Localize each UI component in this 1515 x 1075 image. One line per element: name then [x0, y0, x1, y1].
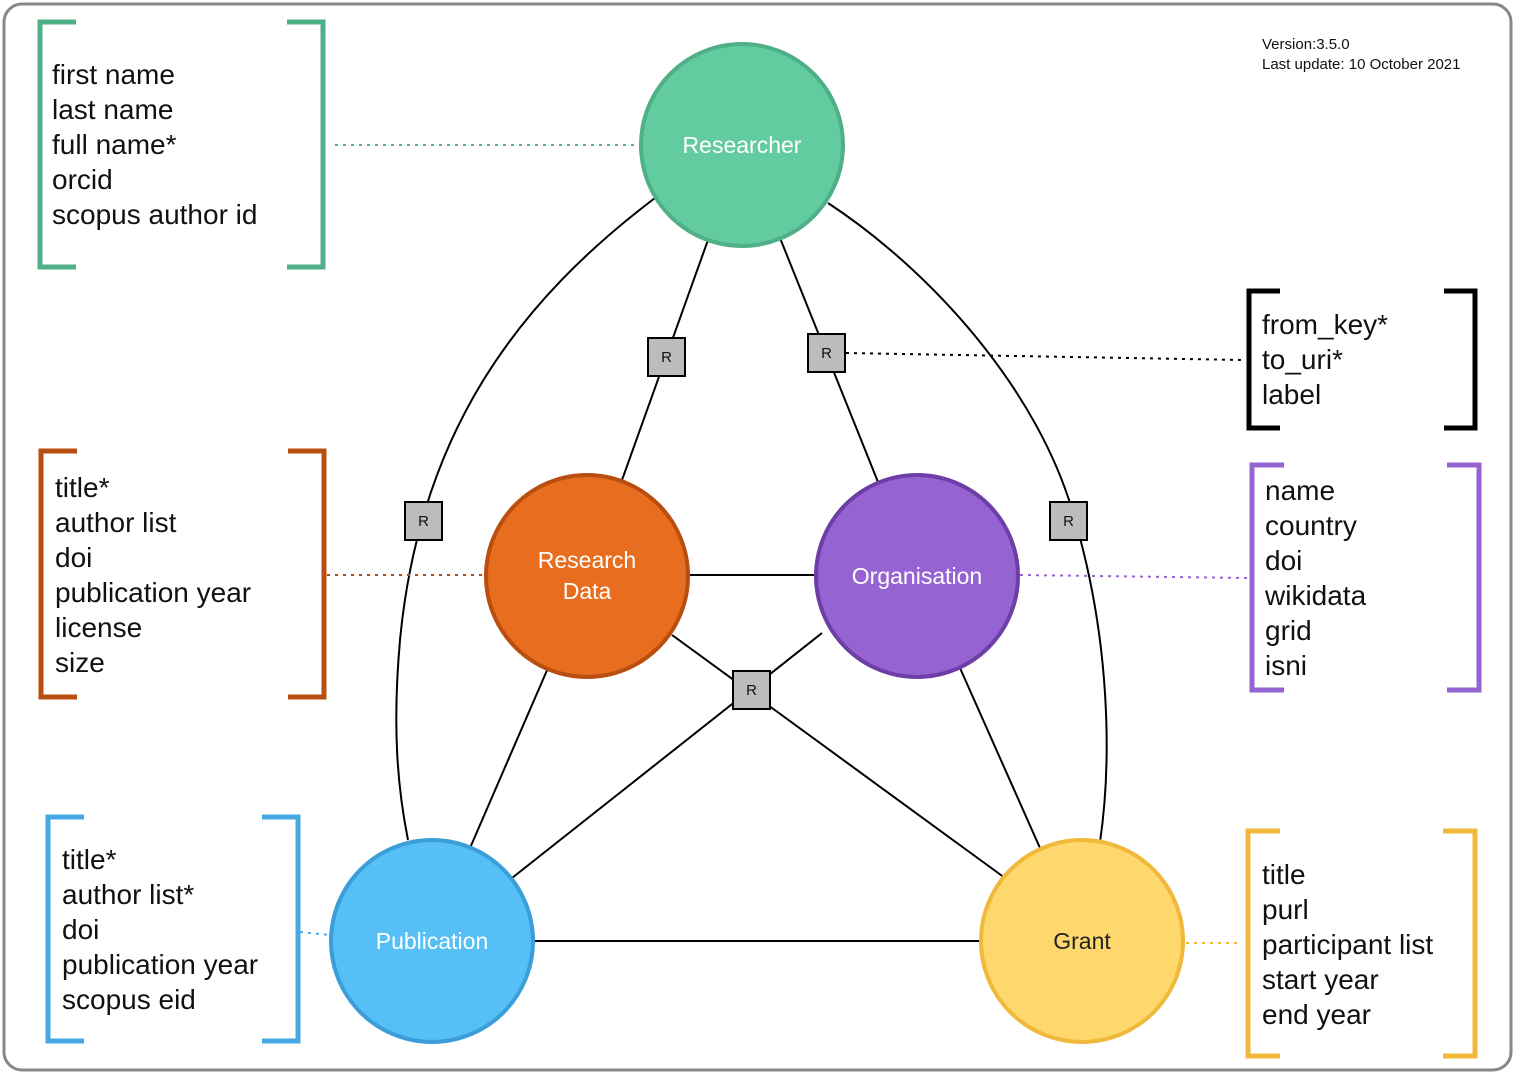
node-research-data: Research Data	[484, 473, 690, 679]
attribute-item: isni	[1265, 650, 1307, 681]
node-label: Organisation	[852, 563, 982, 589]
node-label: Grant	[1053, 928, 1111, 954]
node-label: Publication	[376, 928, 489, 954]
attribute-item: author list*	[62, 879, 194, 910]
node-label: Research	[538, 547, 636, 573]
attribute-item: doi	[55, 542, 92, 573]
attribute-item: full name*	[52, 129, 177, 160]
attribute-box-organisation: name country doi wikidata grid isni	[1249, 462, 1482, 693]
attribute-item: last name	[52, 94, 173, 125]
attribute-item: doi	[1265, 545, 1302, 576]
attribute-item: start year	[1262, 964, 1379, 995]
edge-organisation-grant	[959, 667, 1041, 849]
attribute-box-publication: title* author list* doi publication year…	[45, 814, 301, 1044]
attribute-item: publication year	[62, 949, 258, 980]
svg-text:R: R	[661, 349, 672, 366]
bracket-left	[1249, 462, 1284, 693]
relationship-marker: R	[732, 670, 771, 710]
relationship-marker: R	[1049, 501, 1088, 541]
version-label: Version:3.5.0	[1262, 36, 1350, 53]
bracket-right	[288, 448, 327, 700]
attribute-box-research-data: title* author list doi publication year …	[38, 448, 327, 700]
leader-lines	[299, 144, 1251, 944]
bracket-left	[38, 448, 77, 700]
bracket-right	[1443, 828, 1478, 1059]
attribute-item: grid	[1265, 615, 1312, 646]
bracket-right	[262, 814, 301, 1044]
attribute-item: title*	[55, 472, 110, 503]
attribute-item: label	[1262, 379, 1321, 410]
leader-relationship	[845, 352, 1243, 361]
svg-text:R: R	[821, 345, 832, 362]
relationship-marker: R	[404, 501, 443, 541]
attribute-item: doi	[62, 914, 99, 945]
bracket-right	[1444, 288, 1478, 431]
node-circle	[639, 42, 845, 248]
edge-researcher-publication	[395, 197, 656, 841]
bracket-left	[37, 19, 76, 270]
last-update-label: Last update: 10 October 2021	[1262, 56, 1460, 73]
relationship-marker: R	[807, 333, 846, 373]
bracket-right	[1447, 462, 1482, 693]
attribute-item: size	[55, 647, 105, 678]
attribute-item: license	[55, 612, 142, 643]
leader-publication	[299, 931, 331, 936]
node-grant: Grant	[979, 838, 1185, 1044]
attribute-item: end year	[1262, 999, 1371, 1030]
attribute-item: wikidata	[1264, 580, 1367, 611]
bracket-left	[1246, 288, 1280, 431]
attribute-item: name	[1265, 475, 1335, 506]
svg-text:R: R	[1063, 513, 1074, 530]
attribute-item: title	[1262, 859, 1306, 890]
node-label: Researcher	[683, 132, 802, 158]
relationship-marker: R	[647, 337, 686, 377]
attribute-item: country	[1265, 510, 1357, 541]
node-label: Data	[563, 578, 612, 604]
node-circle	[814, 473, 1020, 679]
attribute-box-relationship: from_key* to_uri* label	[1246, 288, 1478, 431]
node-circle	[484, 473, 690, 679]
relationship-markers: R R R R R	[404, 333, 1088, 710]
attribute-item: orcid	[52, 164, 113, 195]
attribute-box-grant: title purl participant list start year e…	[1245, 828, 1478, 1059]
svg-text:R: R	[418, 513, 429, 530]
node-publication: Publication	[329, 838, 535, 1044]
node-organisation: Organisation	[814, 473, 1020, 679]
bracket-left	[45, 814, 84, 1044]
attribute-item: purl	[1262, 894, 1309, 925]
node-researcher: Researcher	[639, 42, 845, 248]
attribute-item: publication year	[55, 577, 251, 608]
svg-text:R: R	[746, 682, 757, 699]
attribute-item: participant list	[1262, 929, 1433, 960]
attribute-box-researcher: first name last name full name* orcid sc…	[37, 19, 326, 270]
bracket-left	[1245, 828, 1280, 1059]
attribute-item: to_uri*	[1262, 344, 1343, 375]
attribute-item: first name	[52, 59, 175, 90]
edge-research-data-grant	[671, 634, 1006, 879]
edge-research-data-publication	[469, 667, 549, 849]
attribute-item: title*	[62, 844, 117, 875]
attribute-item: author list	[55, 507, 177, 538]
attribute-item: scopus eid	[62, 984, 196, 1015]
node-circle	[329, 838, 535, 1044]
node-circle	[979, 838, 1185, 1044]
bracket-right	[287, 19, 326, 270]
attribute-item: scopus author id	[52, 199, 257, 230]
attribute-item: from_key*	[1262, 309, 1388, 340]
